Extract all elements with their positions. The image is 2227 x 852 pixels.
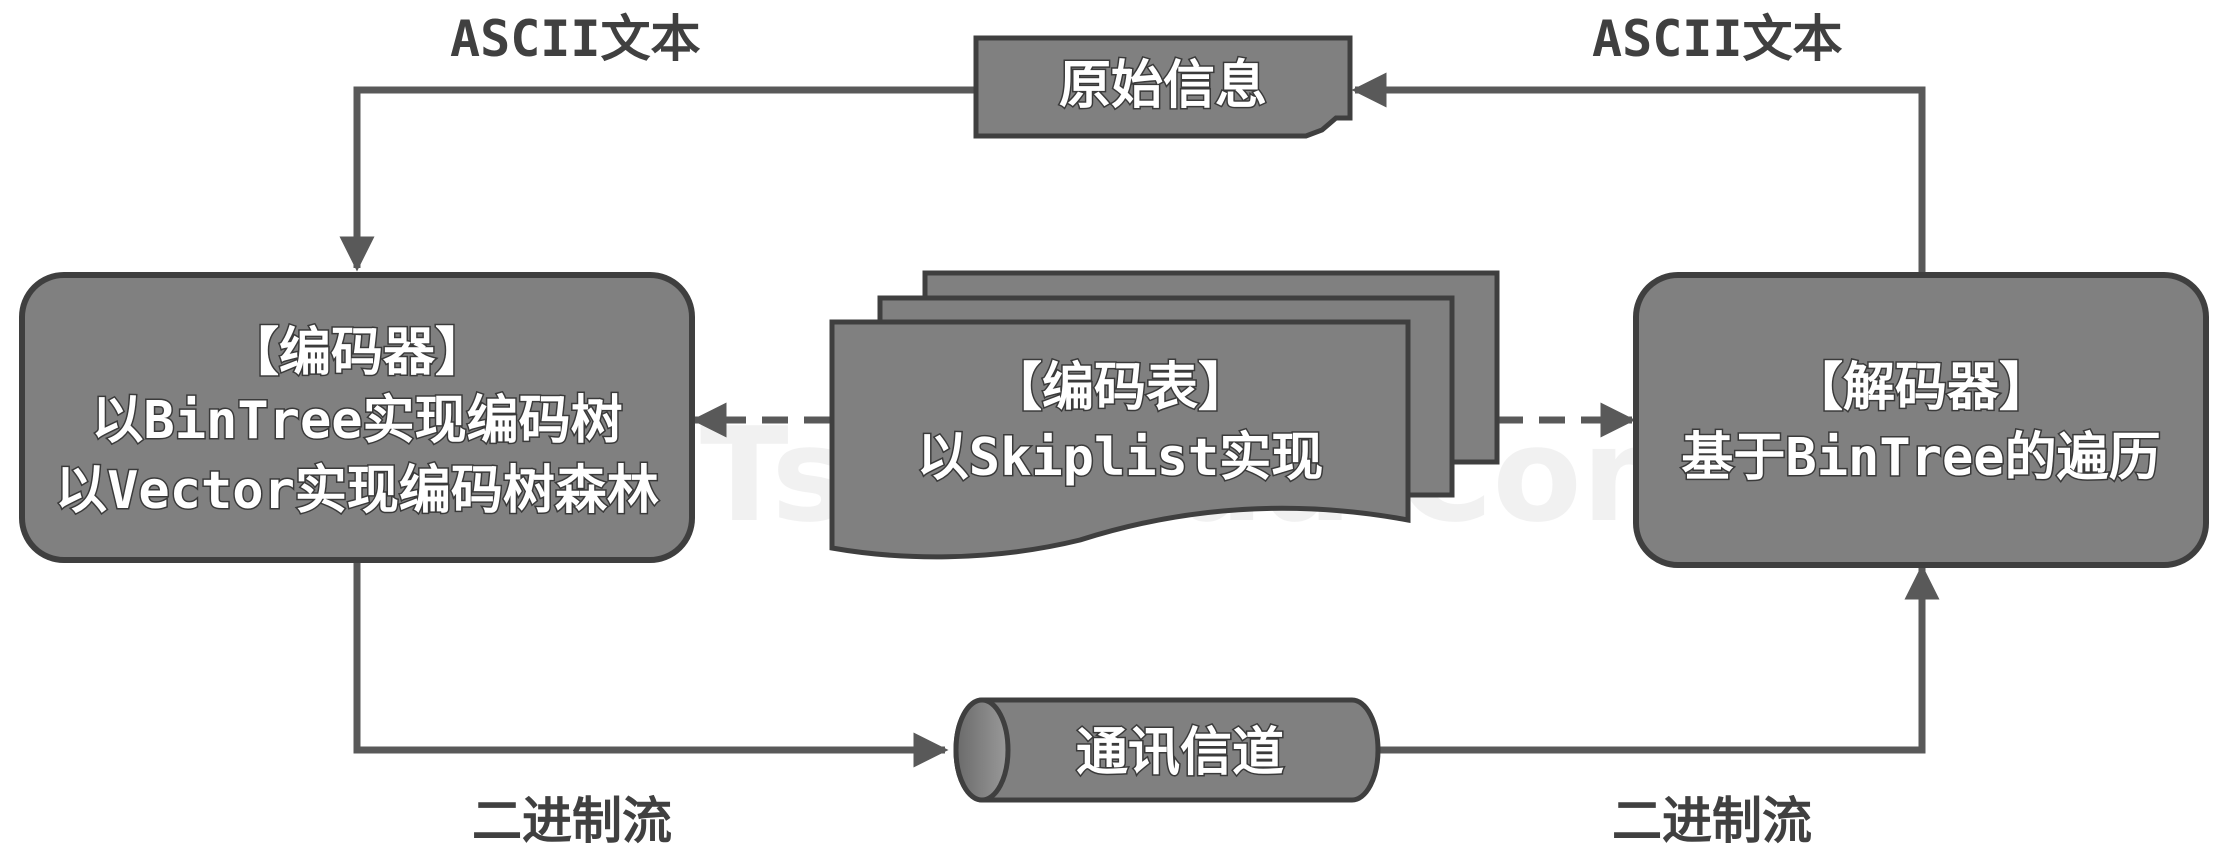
code-table-skiplist: 以Skiplist实现 — [917, 428, 1323, 488]
encoder-line-vector: 以Vector实现编码树森林 — [55, 461, 659, 521]
arrow-decoder-to-source — [1351, 72, 1926, 275]
arrow-source-to-encoder — [339, 86, 976, 272]
source-document: 原始信息 — [973, 35, 1353, 139]
encoder-box: 【编码器】 以BinTree实现编码树 以Vector实现编码树森林 — [19, 272, 695, 563]
arrow-channel-to-decoder — [1378, 564, 1940, 754]
code-table-stack: 【编码表】 以Skiplist实现 — [829, 270, 1500, 560]
source-document-label: 原始信息 — [1059, 56, 1267, 116]
encoder-line-bintree: 以BinTree实现编码树 — [91, 391, 622, 451]
code-table-title: 【编码表】 — [990, 358, 1250, 418]
label-ascii-text-left: ASCII文本 — [450, 10, 701, 68]
encoder-title: 【编码器】 — [227, 323, 487, 383]
label-ascii-text-right: ASCII文本 — [1592, 10, 1843, 68]
label-binary-stream-left: 二进制流 — [472, 792, 672, 850]
channel-cylinder: 通讯信道 — [953, 697, 1381, 803]
decoder-title: 【解码器】 — [1791, 358, 2051, 418]
arrow-encoder-to-channel — [353, 562, 949, 768]
decoder-box: 【解码器】 基于BinTree的遍历 — [1633, 272, 2209, 568]
decoder-line-bintree: 基于BinTree的遍历 — [1681, 428, 2160, 488]
channel-label: 通讯信道 — [1076, 723, 1284, 783]
label-binary-stream-right: 二进制流 — [1612, 792, 1812, 850]
